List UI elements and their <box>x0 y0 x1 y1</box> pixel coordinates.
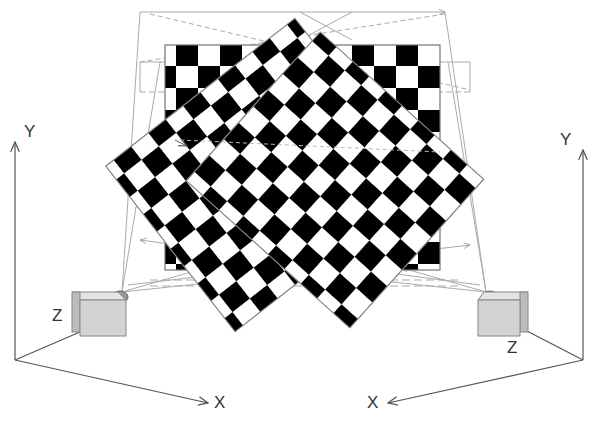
axis-label: Z <box>52 306 62 326</box>
axis-label: Z <box>507 338 517 358</box>
left-camera <box>72 291 128 336</box>
axis-label: X <box>367 393 378 413</box>
axis-label: X <box>214 393 225 413</box>
right-camera <box>478 291 528 336</box>
right-camera-axes <box>388 150 583 403</box>
axis-label: Y <box>560 130 571 150</box>
camera-rays <box>175 140 440 152</box>
axis-label: Y <box>24 122 35 142</box>
left-camera-axes <box>15 142 208 403</box>
checkerboard-tilted-right <box>186 32 483 328</box>
